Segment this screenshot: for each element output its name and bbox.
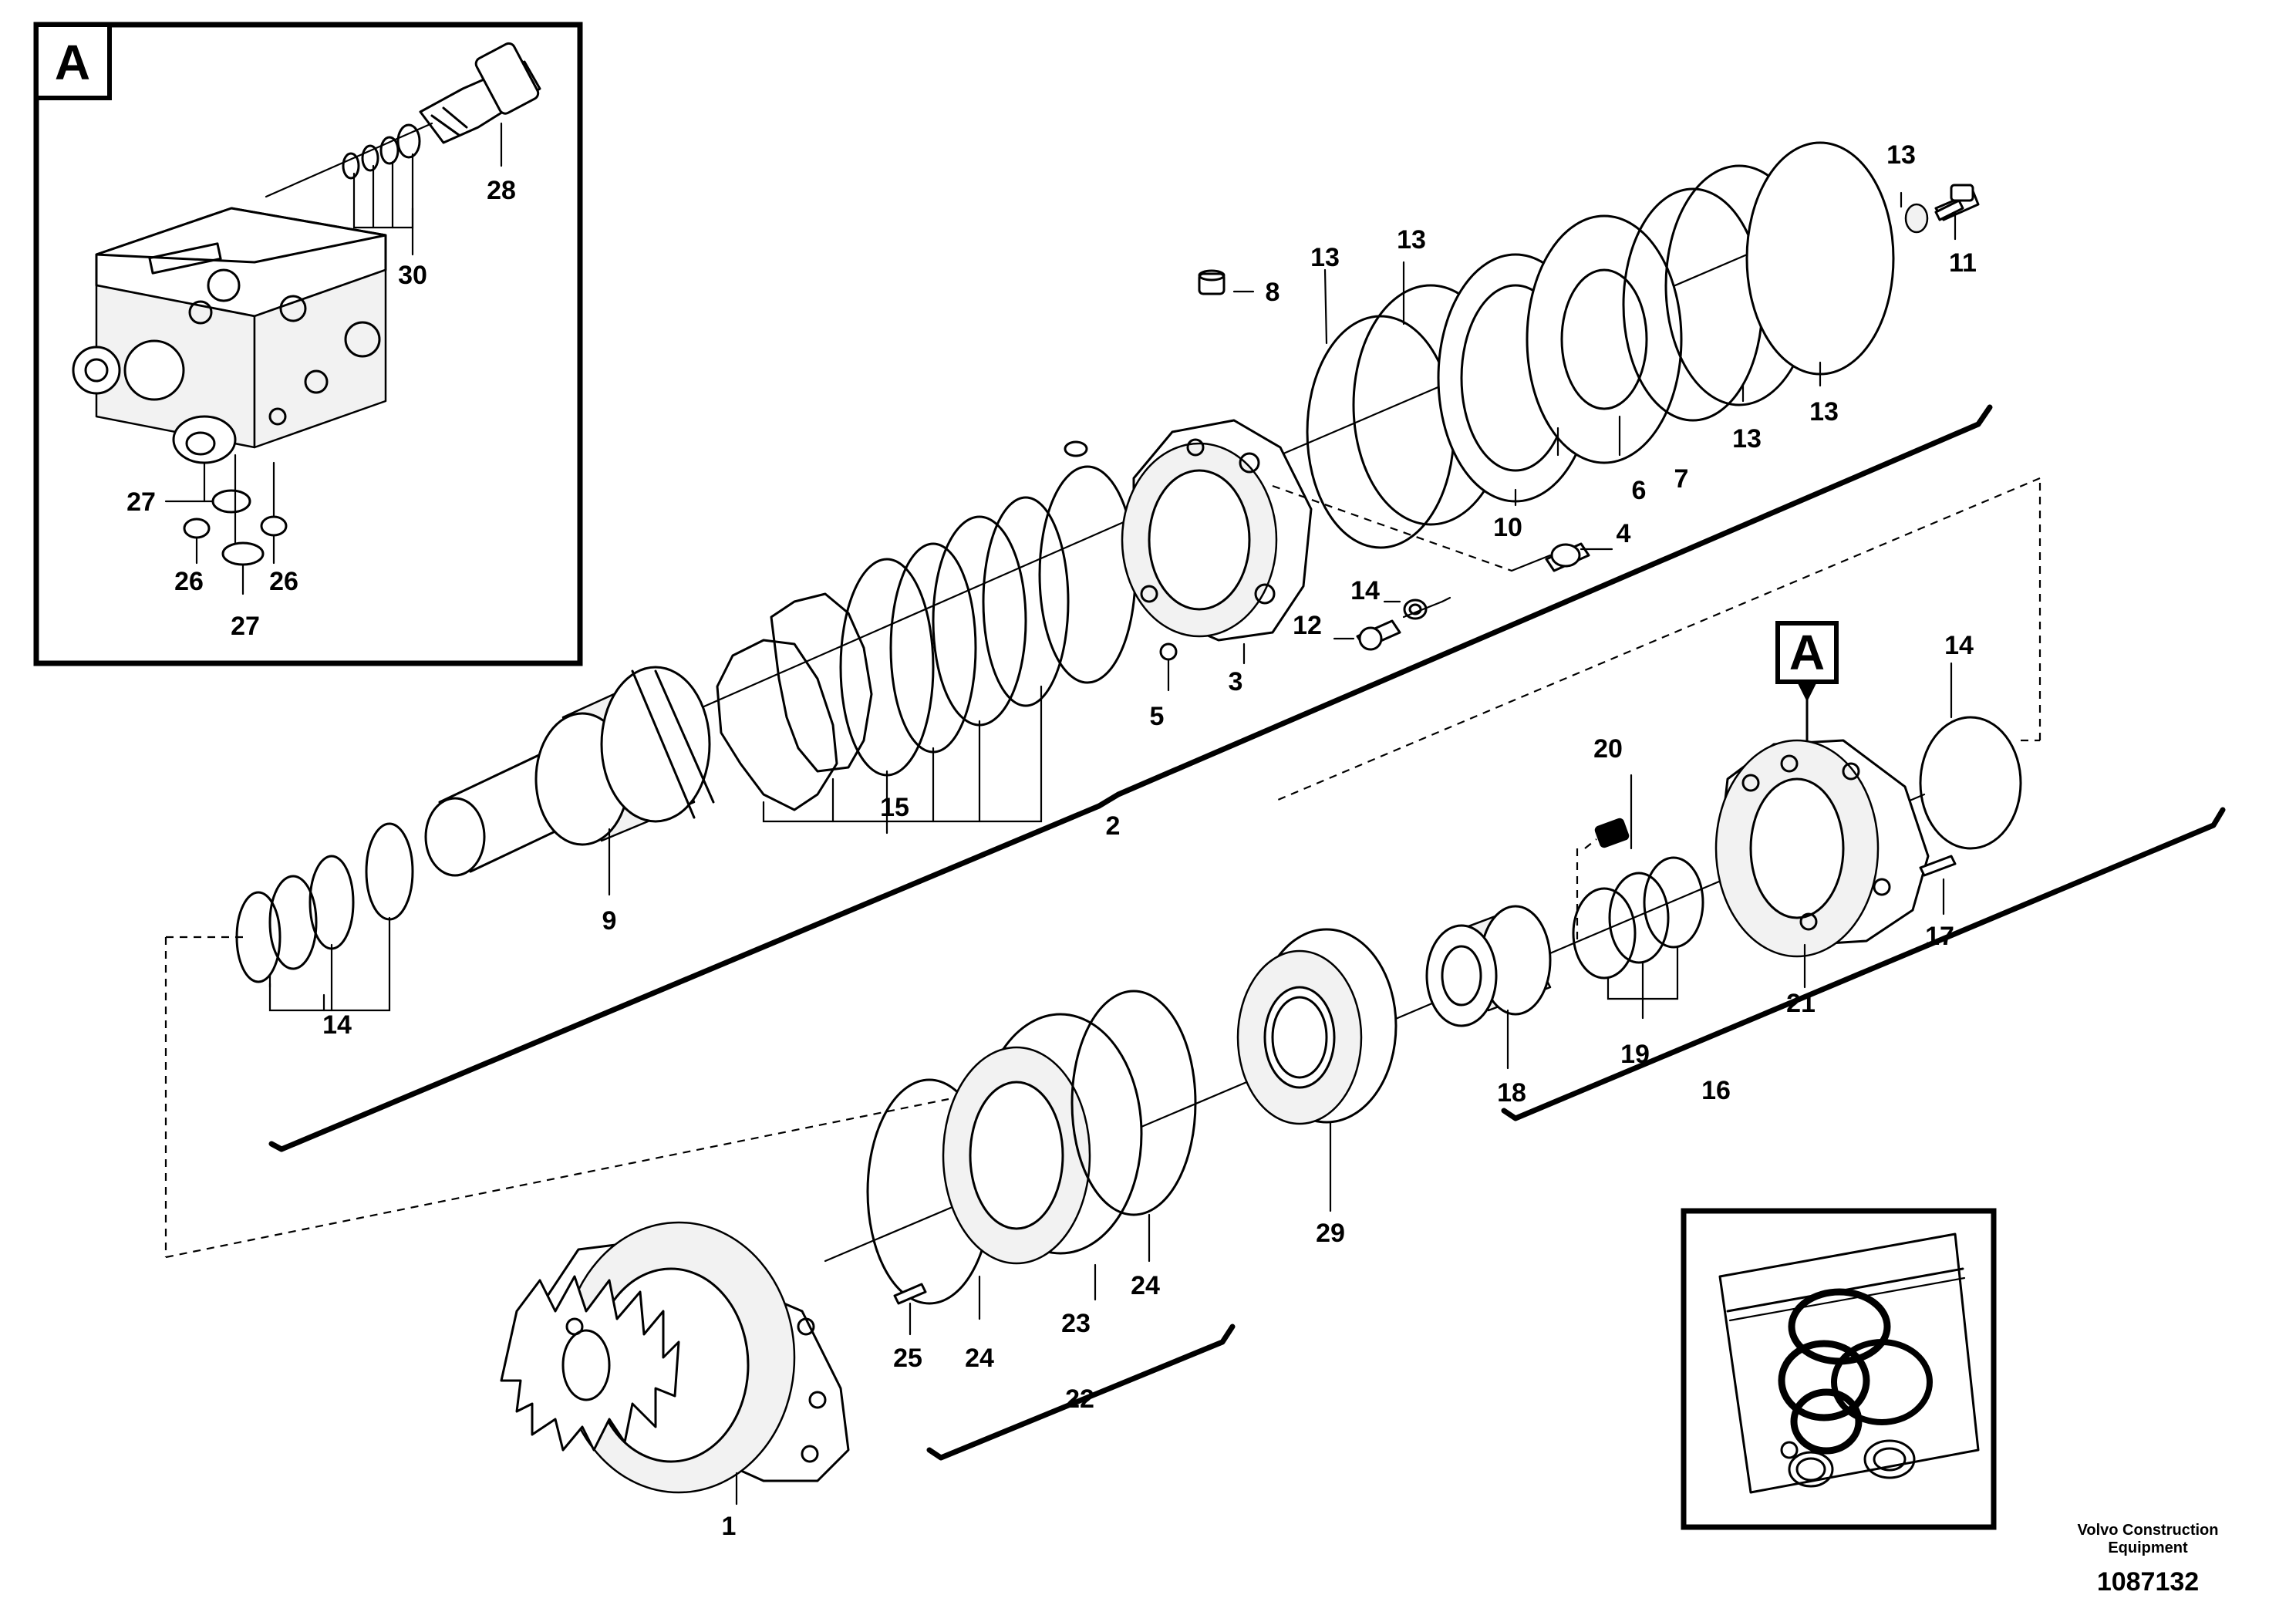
callout-13-a: 13 xyxy=(1310,243,1340,272)
callouts: 8 13 13 13 11 13 13 7 6 10 4 14 12 3 5 2… xyxy=(322,140,1977,1541)
callout-8: 8 xyxy=(1266,278,1280,307)
bearing xyxy=(1236,928,1397,1125)
callout-9: 9 xyxy=(602,906,617,936)
callout-20: 20 xyxy=(1593,734,1623,764)
friction-discs xyxy=(716,465,1137,835)
cartridge-valve xyxy=(419,42,541,144)
callout-25: 25 xyxy=(893,1344,922,1373)
callout-27-a: 27 xyxy=(126,487,156,517)
callout-3: 3 xyxy=(1229,667,1243,696)
detail-box-a-label: A xyxy=(55,35,90,90)
pinion-housing xyxy=(500,1221,850,1494)
callout-29: 29 xyxy=(1316,1219,1345,1248)
callout-24-a: 24 xyxy=(1131,1271,1160,1300)
callout-7: 7 xyxy=(1674,464,1689,494)
bearing-sleeve xyxy=(1425,905,1552,1027)
valve-block xyxy=(72,207,387,464)
callout-30: 30 xyxy=(398,261,427,290)
planet-carrier xyxy=(1714,739,1957,958)
callout-6: 6 xyxy=(1632,476,1647,505)
input-shaft xyxy=(424,666,715,896)
detail-marker-a-label: A xyxy=(1789,625,1825,680)
callout-23: 23 xyxy=(1061,1309,1091,1338)
callout-13-d: 13 xyxy=(1809,397,1839,427)
callout-17: 17 xyxy=(1925,922,1954,951)
callout-13-b: 13 xyxy=(1397,225,1426,255)
callout-13-e: 13 xyxy=(1732,424,1762,454)
callout-10: 10 xyxy=(1493,513,1522,542)
callout-12: 12 xyxy=(1293,611,1322,640)
callout-18: 18 xyxy=(1497,1078,1526,1108)
callout-28: 28 xyxy=(487,176,516,205)
callout-16: 16 xyxy=(1701,1076,1731,1105)
o-rings-19 xyxy=(1572,856,1704,1020)
o-ring-14-right xyxy=(1919,716,2022,850)
callout-11: 11 xyxy=(1949,248,1977,278)
callout-21: 21 xyxy=(1786,989,1816,1018)
callout-4: 4 xyxy=(1617,519,1631,548)
seal-kit-box xyxy=(1681,1208,1997,1530)
callout-22: 22 xyxy=(1065,1384,1094,1414)
callout-14-b: 14 xyxy=(322,1010,352,1040)
callout-15: 15 xyxy=(880,793,909,822)
callout-5: 5 xyxy=(1150,702,1165,731)
o-ring-set xyxy=(265,122,433,256)
spring-pin xyxy=(1576,818,1630,941)
footer: Volvo Construction Equipment 1087132 xyxy=(2078,1522,2219,1597)
callout-19: 19 xyxy=(1620,1040,1650,1069)
brand-line-2: Equipment xyxy=(2108,1539,2188,1556)
brake-piston-housing xyxy=(1064,269,1313,661)
callout-24-b: 24 xyxy=(965,1344,994,1373)
callout-14-a: 14 xyxy=(1350,576,1380,605)
group-brackets xyxy=(268,404,2226,1461)
callout-26-a: 26 xyxy=(174,567,204,596)
ring-gear-set xyxy=(866,990,1197,1305)
brand-line-1: Volvo Construction xyxy=(2078,1522,2219,1539)
callout-14-c: 14 xyxy=(1944,631,1974,660)
fasteners xyxy=(1272,184,1974,651)
document-number: 1087132 xyxy=(2097,1567,2199,1597)
callout-26-b: 26 xyxy=(269,567,298,596)
callout-2: 2 xyxy=(1106,811,1121,841)
brake-rings-13 xyxy=(1306,141,1980,549)
callout-27-b: 27 xyxy=(231,612,260,641)
callout-13-c: 13 xyxy=(1886,140,1916,170)
detail-marker-a: A xyxy=(1775,621,1839,742)
leader-lines xyxy=(735,191,1957,1506)
detail-box-a: A xyxy=(33,22,583,666)
o-rings-14-left xyxy=(235,822,414,1012)
callout-1: 1 xyxy=(722,1512,737,1541)
